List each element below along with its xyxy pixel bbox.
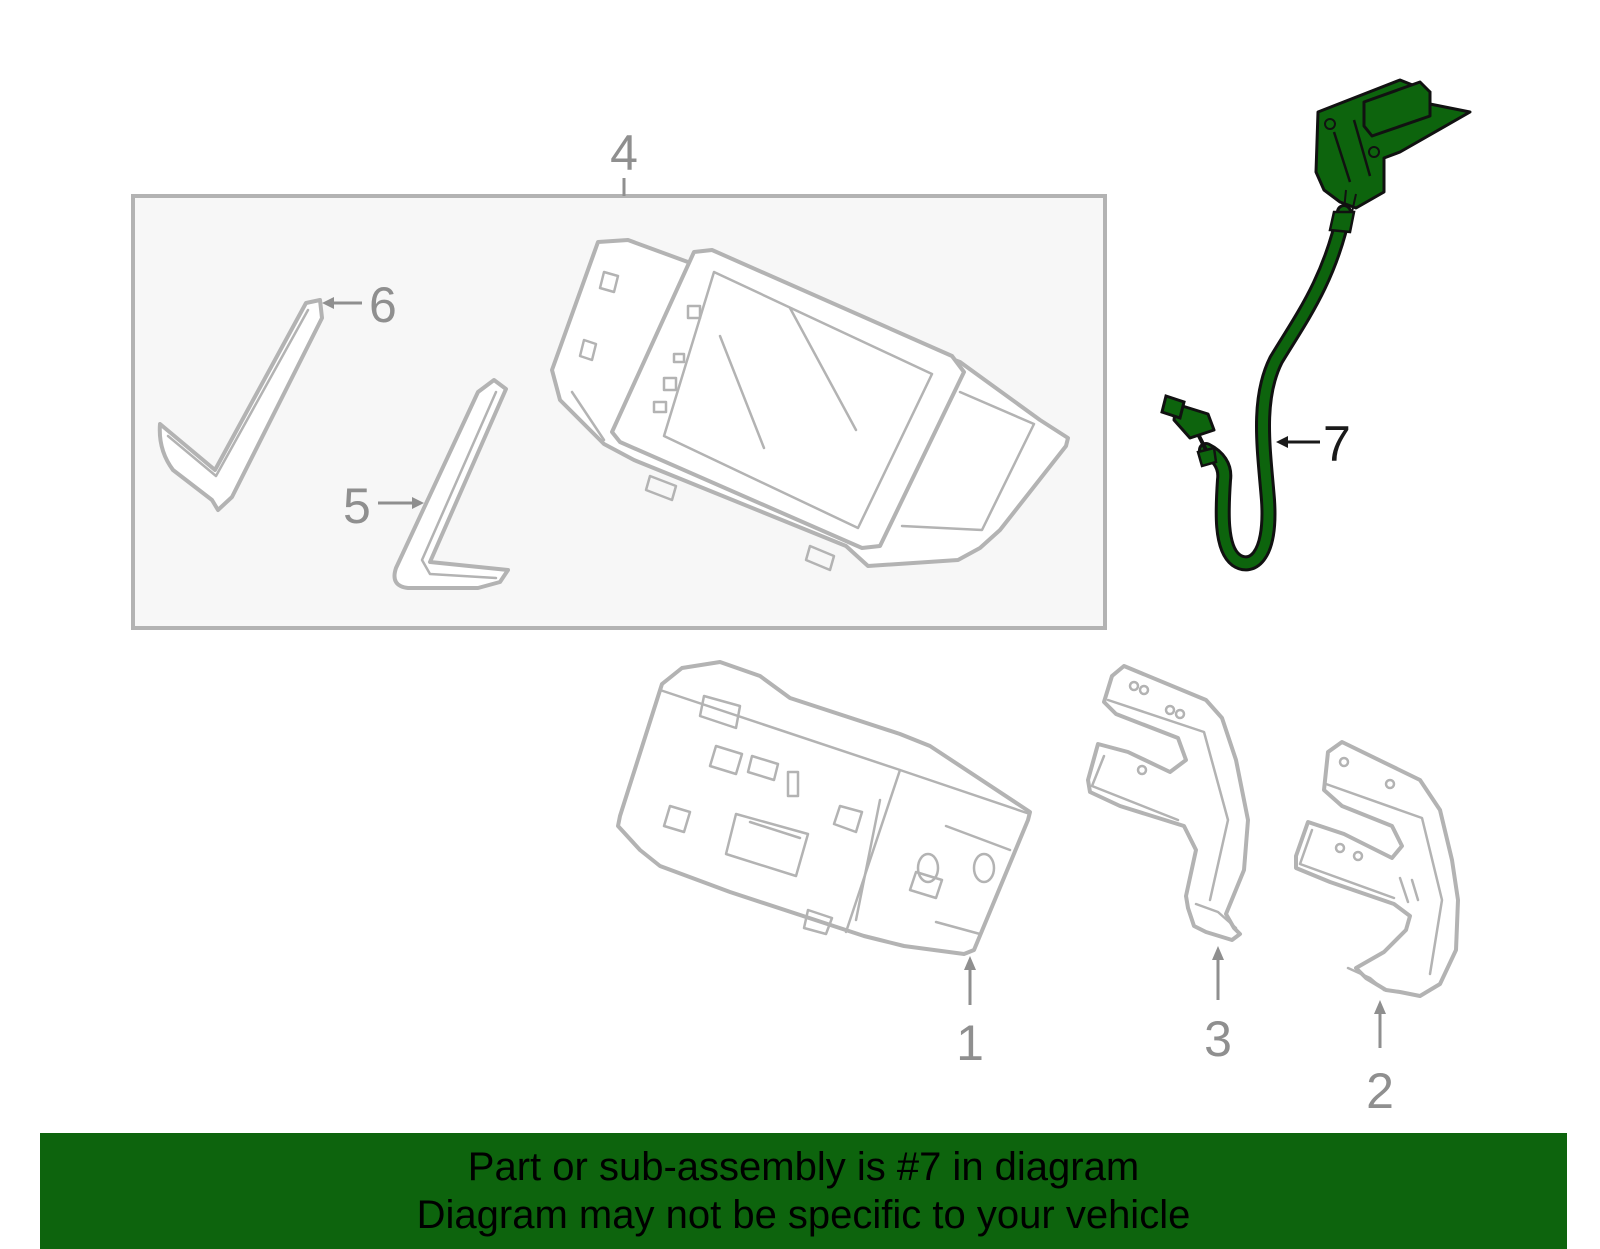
callout-3-arrowhead xyxy=(1212,946,1224,960)
callout-4: 4 xyxy=(610,125,638,181)
callout-5-arrowhead xyxy=(412,497,424,509)
part-5-trim[interactable] xyxy=(392,378,510,590)
callout-5: 5 xyxy=(343,478,371,534)
callout-2-arrowhead xyxy=(1374,1000,1386,1014)
callout-6-arrowhead xyxy=(322,297,334,309)
part-6-trim[interactable] xyxy=(157,298,324,512)
callout-1: 1 xyxy=(956,1015,984,1071)
part-3-bracket[interactable] xyxy=(1086,664,1250,942)
callout-3: 3 xyxy=(1204,1011,1232,1067)
part-1-chassis[interactable] xyxy=(616,660,1032,956)
info-banner: Part or sub-assembly is #7 in diagram Di… xyxy=(40,1133,1567,1249)
part-7-antenna-cable[interactable] xyxy=(1160,78,1472,572)
callout-7: 7 xyxy=(1323,416,1351,472)
callout-2: 2 xyxy=(1366,1063,1394,1119)
callout-7-arrowhead xyxy=(1276,436,1288,448)
part-2-bracket[interactable] xyxy=(1294,740,1460,998)
part-4-display-unit[interactable] xyxy=(550,238,1070,572)
banner-line-2: Diagram may not be specific to your vehi… xyxy=(416,1193,1191,1237)
callout-1-arrowhead xyxy=(964,956,976,970)
callout-6: 6 xyxy=(369,277,397,333)
banner-line-1: Part or sub-assembly is #7 in diagram xyxy=(467,1145,1140,1189)
